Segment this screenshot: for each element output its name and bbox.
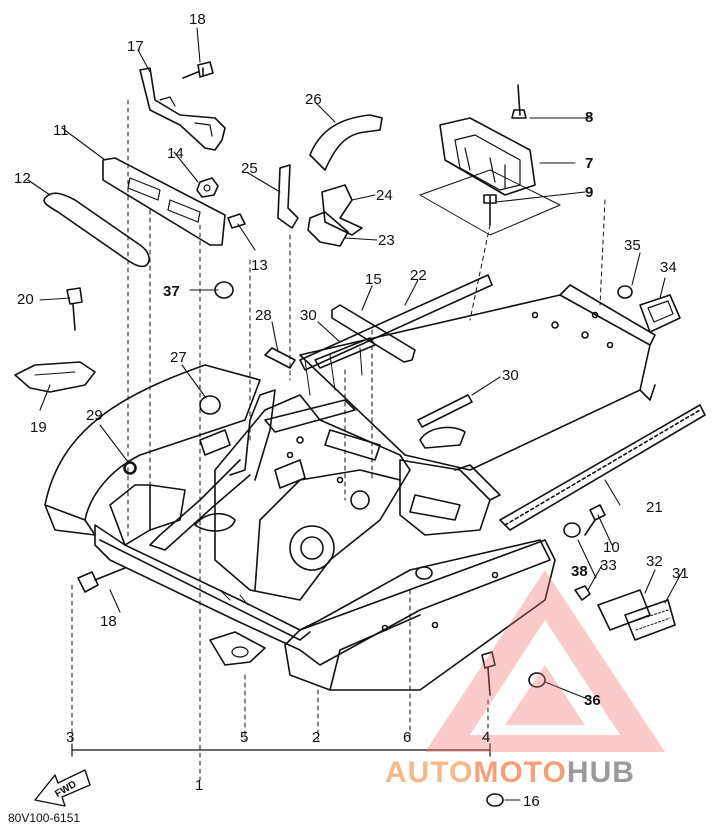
callout-15: 15 — [365, 271, 382, 288]
callout-31: 31 — [672, 565, 689, 582]
callout-28: 28 — [255, 307, 272, 324]
part-22-strip — [299, 274, 493, 371]
watermark-hub: HUB — [567, 756, 635, 789]
part-29-pad — [123, 461, 137, 475]
callout-38: 38 — [571, 563, 588, 580]
part-34-plate — [639, 294, 681, 333]
part-13-tag — [227, 213, 246, 229]
part-9-pin — [483, 194, 497, 226]
callout-13: 13 — [251, 257, 268, 274]
callout-33: 33 — [600, 557, 617, 574]
part-36-plug — [528, 672, 546, 688]
callout-18-lower: 18 — [100, 613, 117, 630]
diagram-code: 80V100-6151 — [8, 811, 80, 825]
part-15-rail — [331, 304, 416, 363]
callout-27: 27 — [170, 349, 187, 366]
callout-5: 5 — [240, 729, 248, 746]
callout-11: 11 — [53, 122, 69, 139]
callout-16: 16 — [523, 793, 540, 810]
callout-7: 7 — [585, 155, 593, 172]
part-26-hose — [309, 114, 383, 171]
callout-22: 22 — [410, 267, 427, 284]
part-30-rod-a — [314, 337, 376, 369]
callout-30-upper: 30 — [300, 307, 317, 324]
part-7-bracket — [439, 117, 536, 196]
callout-29: 29 — [86, 407, 103, 424]
part-27-grommet — [199, 395, 221, 415]
callout-6: 6 — [403, 729, 411, 746]
projection-lines — [71, 99, 606, 781]
part-28-block — [264, 347, 296, 369]
part-14-nut — [196, 177, 219, 198]
part-11-plate — [102, 157, 226, 246]
callout-2: 2 — [312, 729, 320, 746]
part-6-grommet — [415, 566, 433, 580]
callout-14: 14 — [167, 145, 184, 162]
callout-25: 25 — [241, 160, 258, 177]
callout-9: 9 — [585, 184, 593, 201]
part-24-block — [321, 184, 363, 236]
callout-30-lower: 30 — [502, 367, 519, 384]
callout-8: 8 — [585, 109, 593, 126]
callout-21: 21 — [646, 499, 663, 516]
part-12-bar — [43, 192, 150, 268]
watermark-moto: MOTO — [473, 756, 566, 789]
part-19-guard — [14, 361, 96, 393]
watermark-auto: AUTO — [385, 756, 473, 789]
callout-36: 36 — [584, 692, 601, 709]
part-10-bolt — [584, 504, 606, 536]
callout-35: 35 — [624, 237, 641, 254]
callout-19: 19 — [30, 419, 47, 436]
callout-23: 23 — [378, 232, 395, 249]
callout-4: 4 — [482, 729, 490, 746]
callout-labels: 18 17 11 12 14 13 25 26 24 23 8 7 9 37 1… — [14, 11, 689, 810]
callout-18-top: 18 — [189, 11, 206, 28]
callout-34: 34 — [660, 259, 677, 276]
part-4-rivet — [481, 651, 496, 696]
callout-20: 20 — [17, 291, 34, 308]
part-18-bolt-lower — [77, 567, 126, 593]
callout-32: 32 — [646, 553, 663, 570]
fwd-arrow-icon — [34, 769, 91, 807]
callout-24: 24 — [376, 187, 393, 204]
part-5-pad — [209, 631, 266, 666]
leader-lines — [27, 27, 684, 801]
part-33-nut — [574, 585, 591, 601]
part-35-clip — [617, 285, 633, 299]
callout-3: 3 — [66, 729, 74, 746]
part-25-rod — [277, 164, 299, 229]
part-8-pin — [511, 84, 527, 119]
callout-1: 1 — [195, 777, 203, 794]
part-17-bracket — [139, 67, 226, 151]
part-31-reflector — [624, 599, 676, 641]
part-23-block — [307, 211, 349, 247]
callout-26: 26 — [305, 91, 322, 108]
part-32-bracket — [597, 589, 651, 631]
callout-12: 12 — [14, 170, 31, 187]
part-16-plug — [486, 793, 504, 807]
part-30-rod-b — [417, 394, 473, 428]
part-38-collar — [563, 522, 581, 538]
part-18-bolt-top — [182, 61, 214, 79]
svg-text:AUTOMOTOHUB: AUTOMOTOHUB — [385, 756, 635, 789]
callout-37: 37 — [163, 283, 180, 300]
bottom-bracket — [71, 743, 491, 757]
watermark: AUTOMOTOHUB — [385, 570, 665, 789]
part-20-bolt — [66, 287, 83, 331]
callout-17: 17 — [127, 38, 144, 55]
frame-assembly — [44, 284, 706, 691]
watermark-triangle-icon — [425, 570, 665, 752]
callout-10: 10 — [603, 539, 620, 556]
